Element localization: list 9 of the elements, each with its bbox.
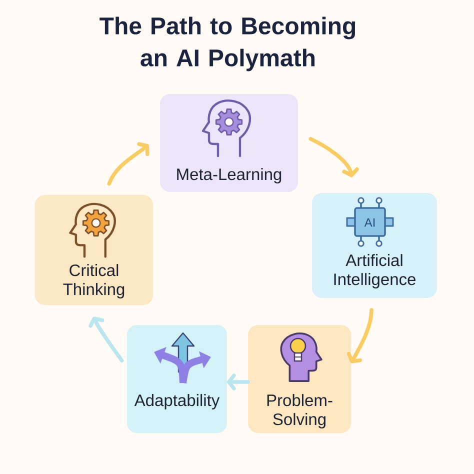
arrow [227, 374, 250, 390]
process-box: Meta-Learning [160, 94, 298, 192]
process-box: Adaptability [127, 325, 227, 433]
arrow [107, 142, 150, 186]
arrow [346, 308, 374, 364]
process-box: Critical Thinking [35, 195, 153, 305]
title: The Path to Becoming an AI Polymath [100, 16, 356, 72]
arrow [88, 316, 124, 363]
arrow [308, 137, 359, 178]
